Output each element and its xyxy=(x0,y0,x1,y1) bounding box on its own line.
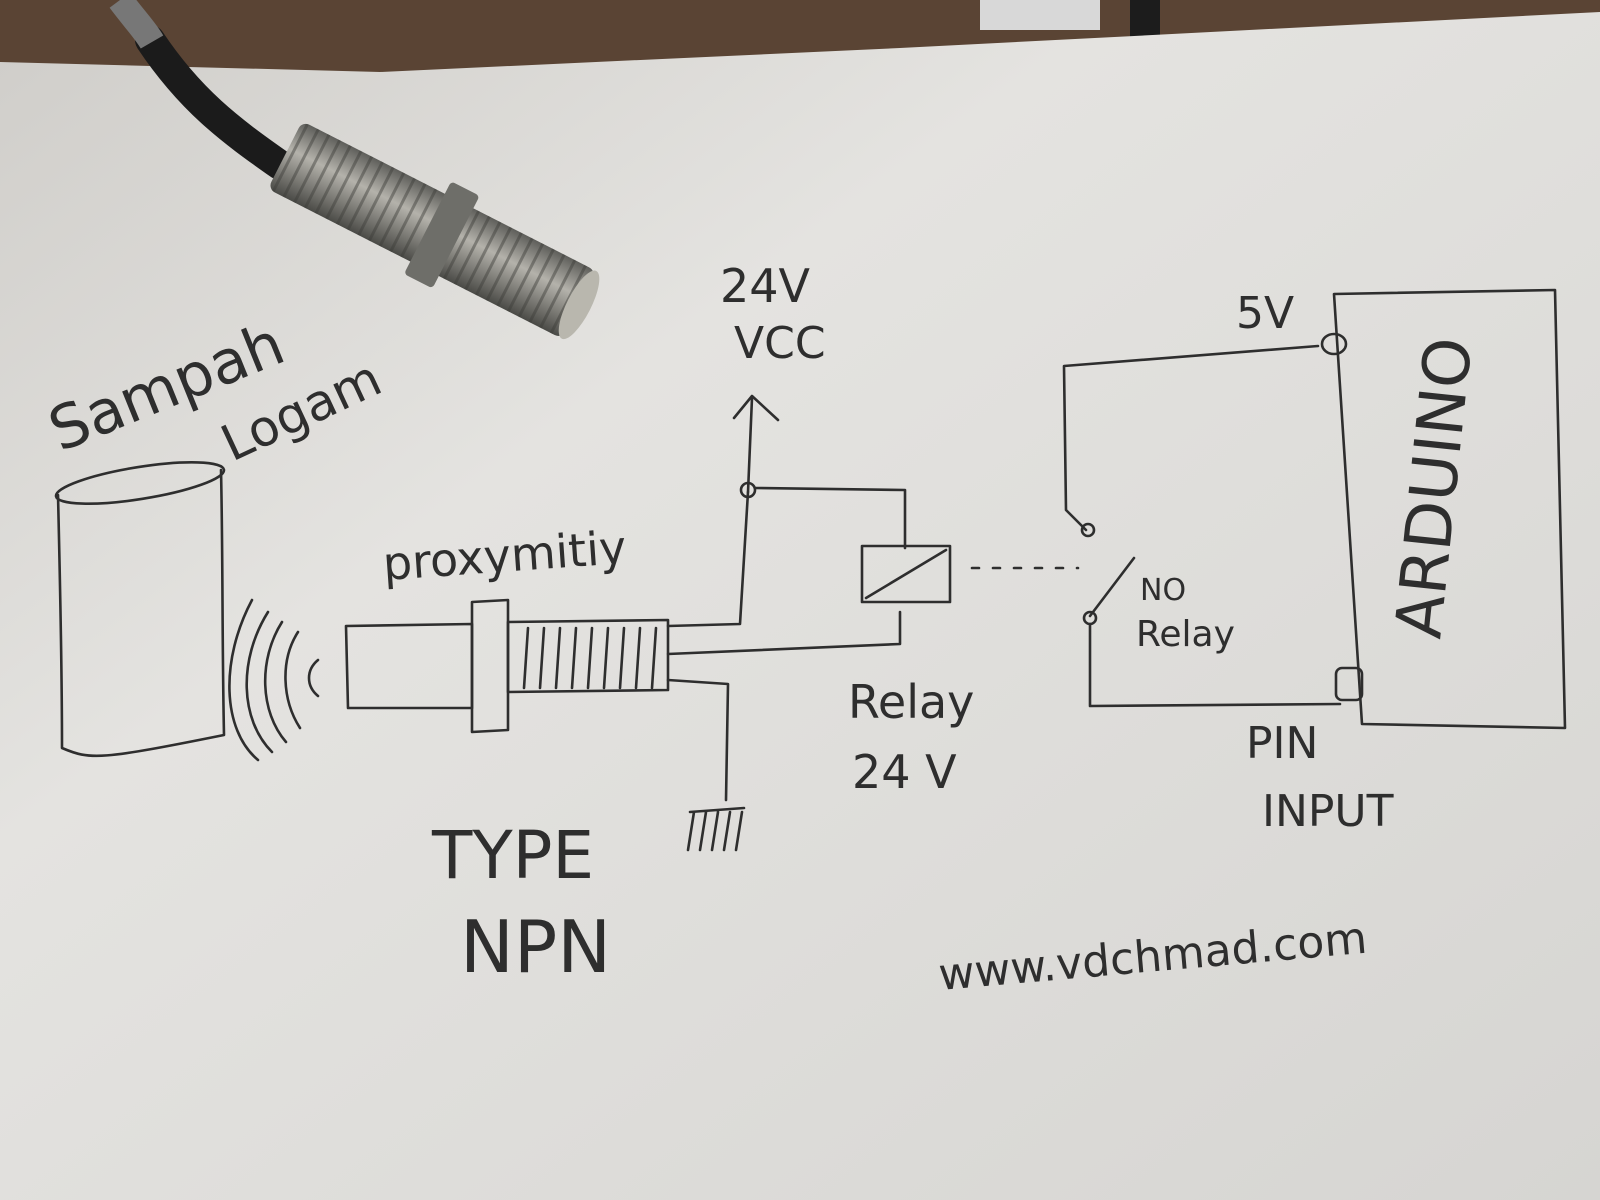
label-relay-voltage: 24 V xyxy=(852,745,957,799)
wire-signal-to-relay xyxy=(666,610,902,656)
wire-24v-arrow-head xyxy=(732,394,780,422)
sensor-nut xyxy=(405,182,479,288)
label-supply-vcc: VCC xyxy=(734,318,826,369)
label-relay-coil: Relay xyxy=(848,675,974,729)
trash-bin-outline xyxy=(56,468,226,758)
sensor-waves xyxy=(228,598,320,762)
wire-24v-arrow-shaft xyxy=(746,396,754,494)
relay-coil-box xyxy=(860,544,952,604)
node-24v xyxy=(739,481,757,499)
wire-sensor-to-24v xyxy=(666,490,750,628)
label-type: TYPE xyxy=(431,817,594,894)
sensor-nut-drawn xyxy=(470,598,510,734)
sensor-thread-lines xyxy=(522,626,658,690)
sensor-thread-body xyxy=(506,618,670,694)
label-input: INPUT xyxy=(1262,786,1394,837)
node-contact-top xyxy=(1080,522,1096,538)
trash-bin-lid xyxy=(54,461,226,505)
label-5v: 5V xyxy=(1236,288,1294,339)
label-supply-voltage: 24V xyxy=(720,259,811,313)
label-relay-no: NO xyxy=(1140,573,1186,608)
label-pin: PIN xyxy=(1246,718,1318,769)
cable-white xyxy=(980,0,1100,30)
wire-24v-to-relay xyxy=(753,486,907,550)
sensor-schematic xyxy=(344,598,670,734)
wire-sensor-to-ground xyxy=(666,678,730,802)
label-npn: NPN xyxy=(460,905,611,989)
trash-bin xyxy=(54,461,226,758)
sensor-cable-upper xyxy=(109,0,164,49)
label-relay-contact: Relay xyxy=(1136,614,1235,655)
arduino-input-pin xyxy=(1334,666,1364,702)
sensor-cable xyxy=(135,25,295,180)
relay-coil-slash xyxy=(864,548,948,600)
arduino-5v-pin xyxy=(1320,332,1348,356)
paper-sheet xyxy=(0,12,1600,1200)
arduino-board xyxy=(1332,288,1567,730)
ground-symbol xyxy=(686,806,746,852)
relay-contact-arm xyxy=(1088,556,1136,618)
proximity-sensor-photo xyxy=(109,0,600,340)
sensor-face xyxy=(558,270,600,340)
wire-5v-to-contact xyxy=(1062,344,1320,532)
relay-coil xyxy=(860,544,952,604)
wire-contact-to-pin xyxy=(1088,622,1342,708)
circuit-drawing xyxy=(54,288,1567,852)
